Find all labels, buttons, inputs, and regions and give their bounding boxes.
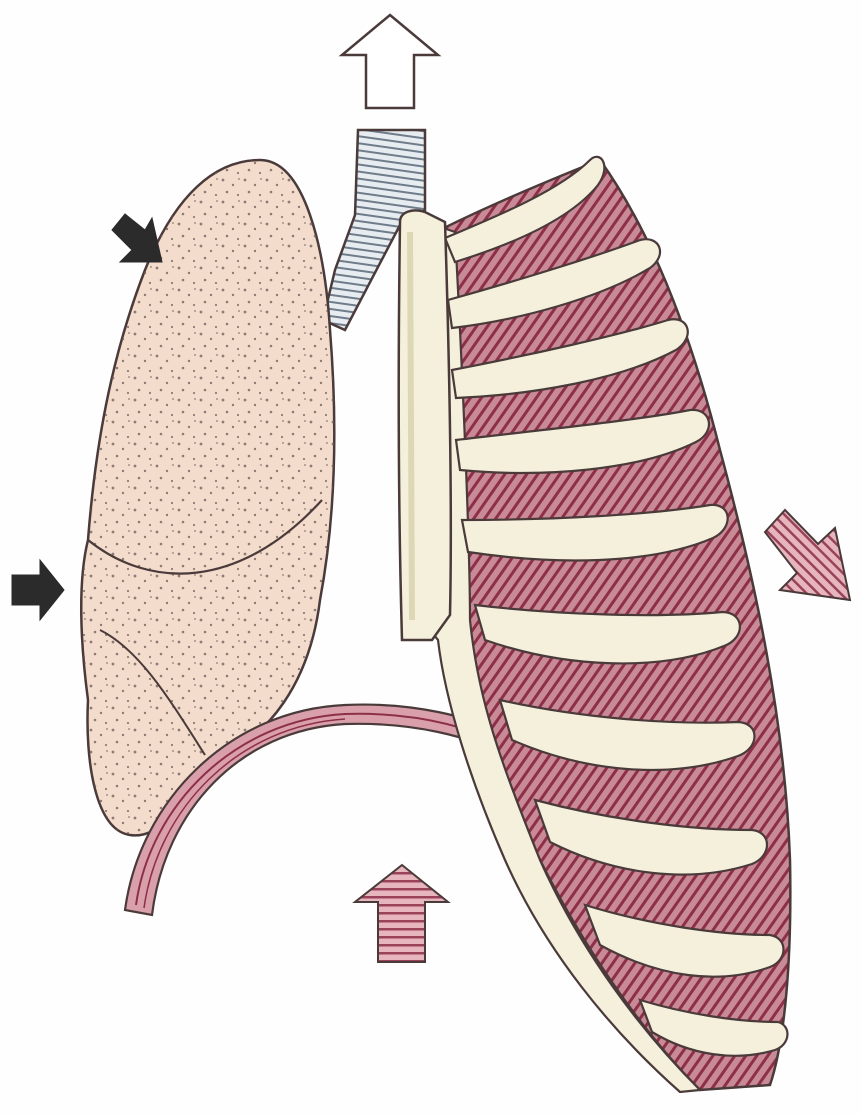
rib-3	[450, 318, 689, 400]
rib-10	[638, 998, 789, 1057]
rib-8	[533, 798, 768, 876]
rib-1	[443, 155, 606, 264]
rib-7	[498, 698, 756, 772]
lung	[79, 158, 336, 837]
rib-4	[454, 408, 711, 475]
exhale-air-arrow-up-icon	[338, 13, 442, 110]
sternum	[397, 209, 453, 642]
rib-5	[460, 503, 729, 562]
rib-6	[473, 603, 741, 665]
arrows	[11, 13, 852, 963]
rib-9	[583, 903, 785, 978]
lung-compression-arrow-middle-icon	[11, 558, 65, 622]
ribcage-arrow-inward-icon	[763, 508, 852, 602]
trachea	[321, 128, 427, 332]
rib-2	[446, 238, 661, 330]
rib-cage	[397, 155, 792, 1094]
lung-compression-arrow-upper-icon	[111, 213, 163, 263]
diaphragm-arrow-up-icon	[352, 863, 451, 963]
